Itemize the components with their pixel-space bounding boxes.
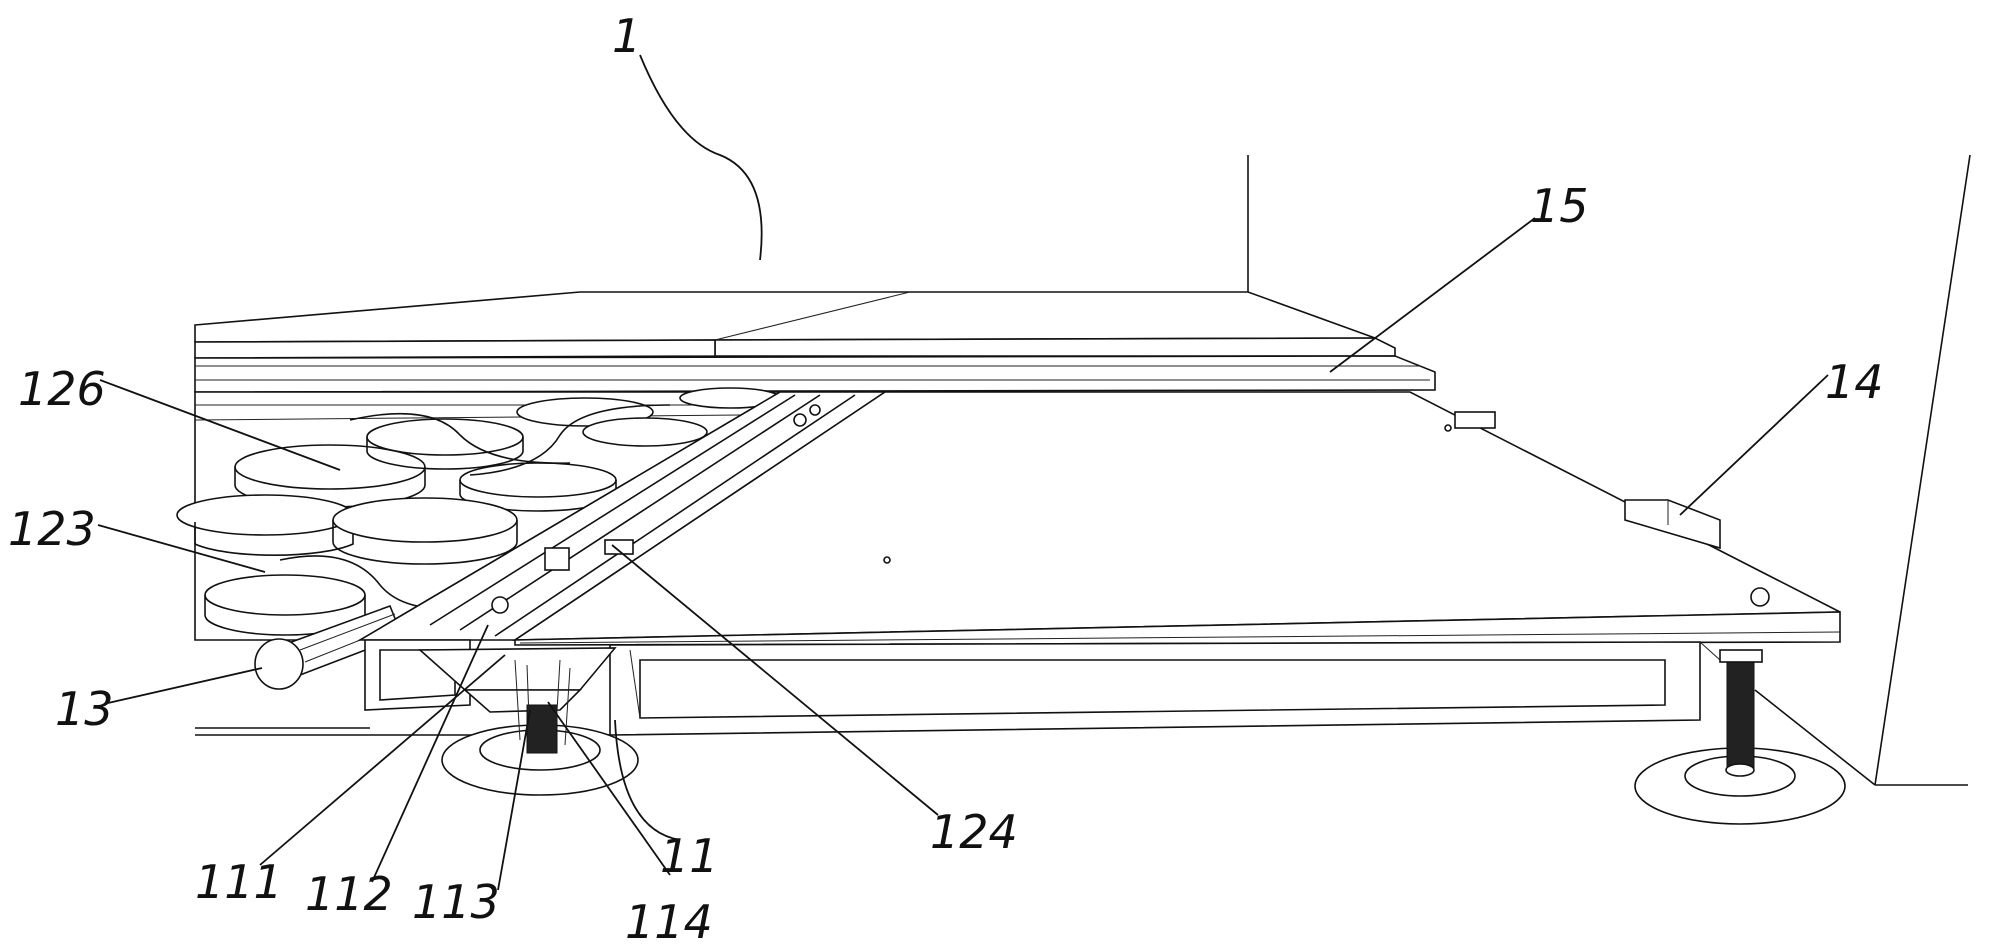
label-113: 113 — [412, 875, 500, 929]
open-floor-area — [176, 387, 783, 690]
label-114: 114 — [625, 895, 713, 948]
label-111: 111 — [195, 855, 283, 909]
under-frame — [195, 639, 1721, 736]
left-pedestal — [417, 647, 639, 796]
label-126: 126 — [18, 362, 106, 416]
edge-rail — [357, 391, 888, 641]
top-floor-panels — [194, 291, 1436, 393]
label-112: 112 — [305, 867, 393, 921]
label-123: 123 — [8, 502, 96, 556]
label-15: 15 — [1530, 179, 1589, 233]
label-14: 14 — [1825, 355, 1884, 409]
leader-lines — [97, 54, 1829, 891]
pipe — [254, 604, 404, 690]
label-124: 124 — [930, 805, 1018, 859]
room-walls — [1247, 154, 1971, 786]
main-floor-panel — [512, 391, 1841, 646]
label-1: 1 — [612, 9, 641, 63]
reference-labels: 1 15 14 126 123 13 124 111 112 113 114 1… — [8, 9, 1884, 948]
label-11: 11 — [660, 829, 719, 883]
right-pedestal — [1634, 649, 1846, 825]
label-13: 13 — [55, 682, 114, 736]
